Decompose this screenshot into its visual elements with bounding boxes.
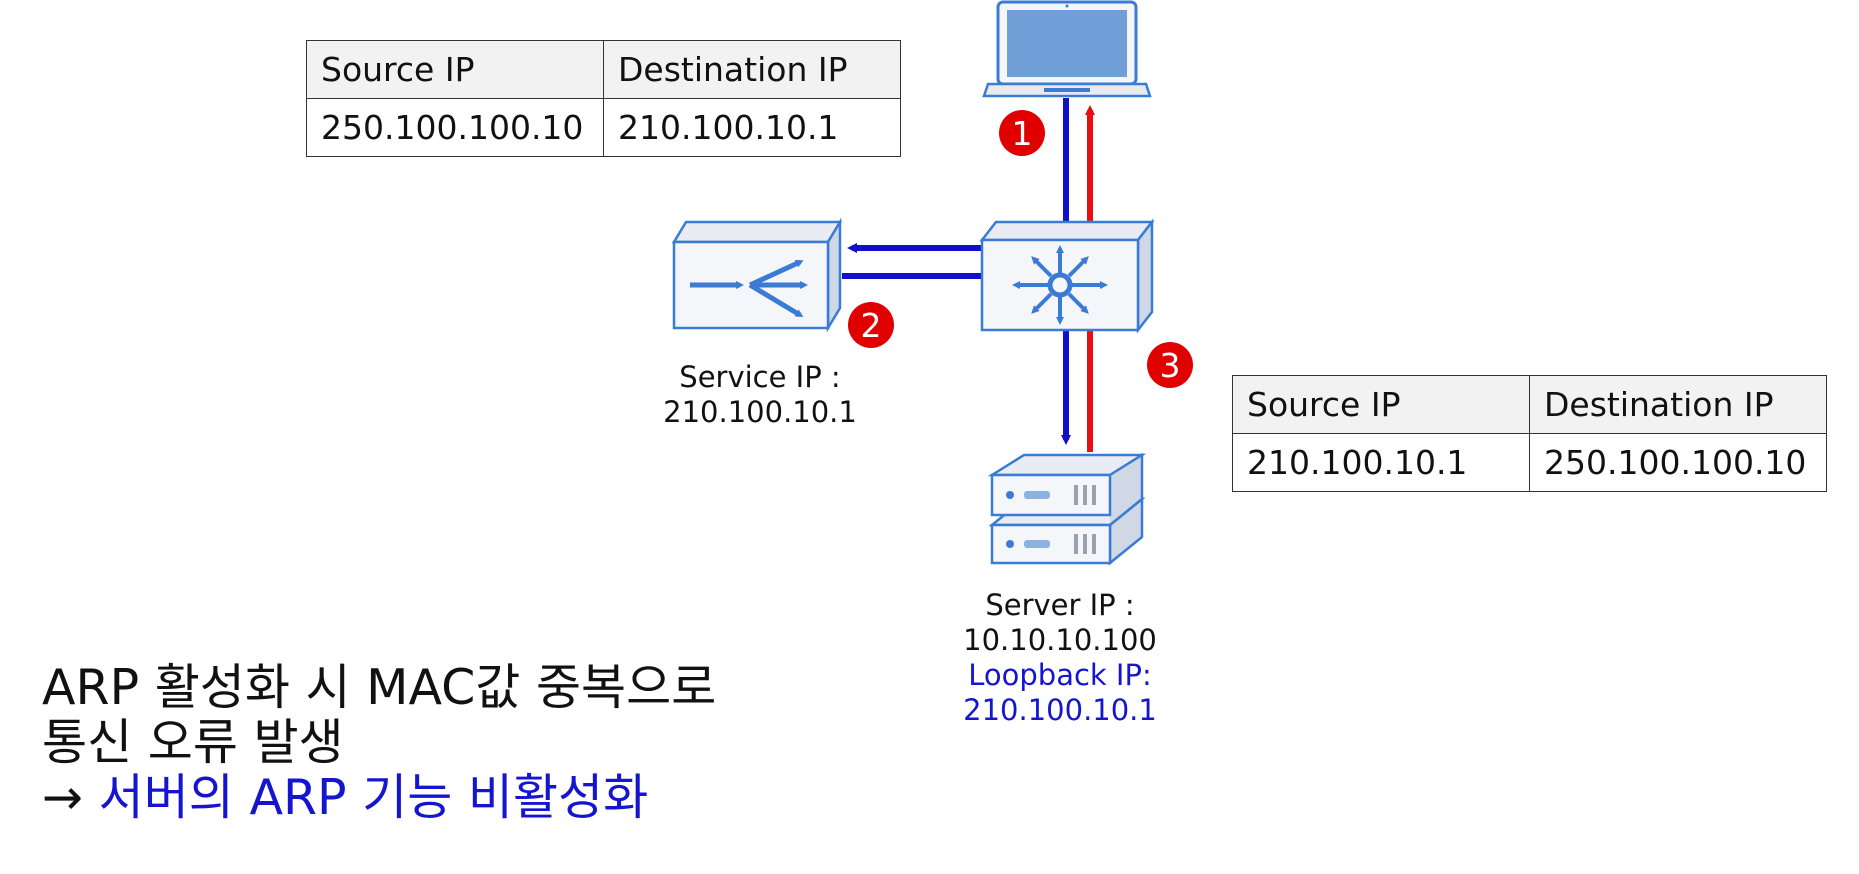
note-line-2: 통신 오류 발생 bbox=[42, 714, 344, 771]
note-line-3: → 서버의 ARP 기능 비활성화 bbox=[42, 770, 716, 825]
table-header-row: Source IP Destination IP bbox=[306, 40, 901, 99]
load-balancer-label: Service IP : 210.100.10.1 bbox=[640, 360, 880, 430]
badge-1-number: 1 bbox=[1012, 114, 1033, 153]
cell-destination-ip: 210.100.10.1 bbox=[603, 98, 901, 157]
note-line-1: ARP 활성화 시 MAC값 중복으로 bbox=[42, 659, 717, 716]
server-ip-value: 10.10.10.100 bbox=[963, 623, 1157, 657]
header-destination-ip: Destination IP bbox=[603, 40, 901, 99]
load-balancer-icon bbox=[671, 217, 843, 333]
badge-1: 1 bbox=[999, 110, 1045, 156]
server-icon bbox=[987, 452, 1147, 566]
table-row: 250.100.100.10 210.100.10.1 bbox=[306, 98, 901, 157]
service-ip-caption: Service IP : bbox=[679, 360, 841, 394]
header-source-ip: Source IP bbox=[1232, 375, 1530, 434]
loopback-ip-value: 210.100.10.1 bbox=[963, 693, 1157, 727]
server-label: Server IP : 10.10.10.100 Loopback IP: 21… bbox=[940, 588, 1180, 728]
cell-source-ip: 210.100.10.1 bbox=[1232, 433, 1530, 492]
table-row: 210.100.10.1 250.100.100.10 bbox=[1232, 433, 1827, 492]
header-source-ip: Source IP bbox=[306, 40, 604, 99]
table-header-row: Source IP Destination IP bbox=[1232, 375, 1827, 434]
switch-icon bbox=[979, 218, 1155, 334]
laptop-icon bbox=[982, 0, 1152, 98]
arrow-symbol: → bbox=[42, 769, 84, 826]
cell-source-ip: 250.100.100.10 bbox=[306, 98, 604, 157]
badge-3: 3 bbox=[1147, 342, 1193, 388]
badge-2: 2 bbox=[848, 302, 894, 348]
connection-lines bbox=[842, 98, 1095, 452]
service-ip-value: 210.100.10.1 bbox=[663, 395, 857, 429]
badge-3-number: 3 bbox=[1160, 346, 1181, 385]
response-ip-table: Source IP Destination IP 210.100.10.1 25… bbox=[1232, 375, 1827, 492]
server-ip-caption: Server IP : bbox=[985, 588, 1135, 622]
request-ip-table: Source IP Destination IP 250.100.100.10 … bbox=[306, 40, 901, 157]
cell-destination-ip: 250.100.100.10 bbox=[1529, 433, 1827, 492]
note-conclusion: 서버의 ARP 기능 비활성화 bbox=[98, 769, 649, 826]
arp-note: ARP 활성화 시 MAC값 중복으로 통신 오류 발생 → 서버의 ARP 기… bbox=[42, 660, 716, 825]
header-destination-ip: Destination IP bbox=[1529, 375, 1827, 434]
loopback-ip-caption: Loopback IP: bbox=[968, 658, 1152, 692]
badge-2-number: 2 bbox=[861, 306, 882, 345]
